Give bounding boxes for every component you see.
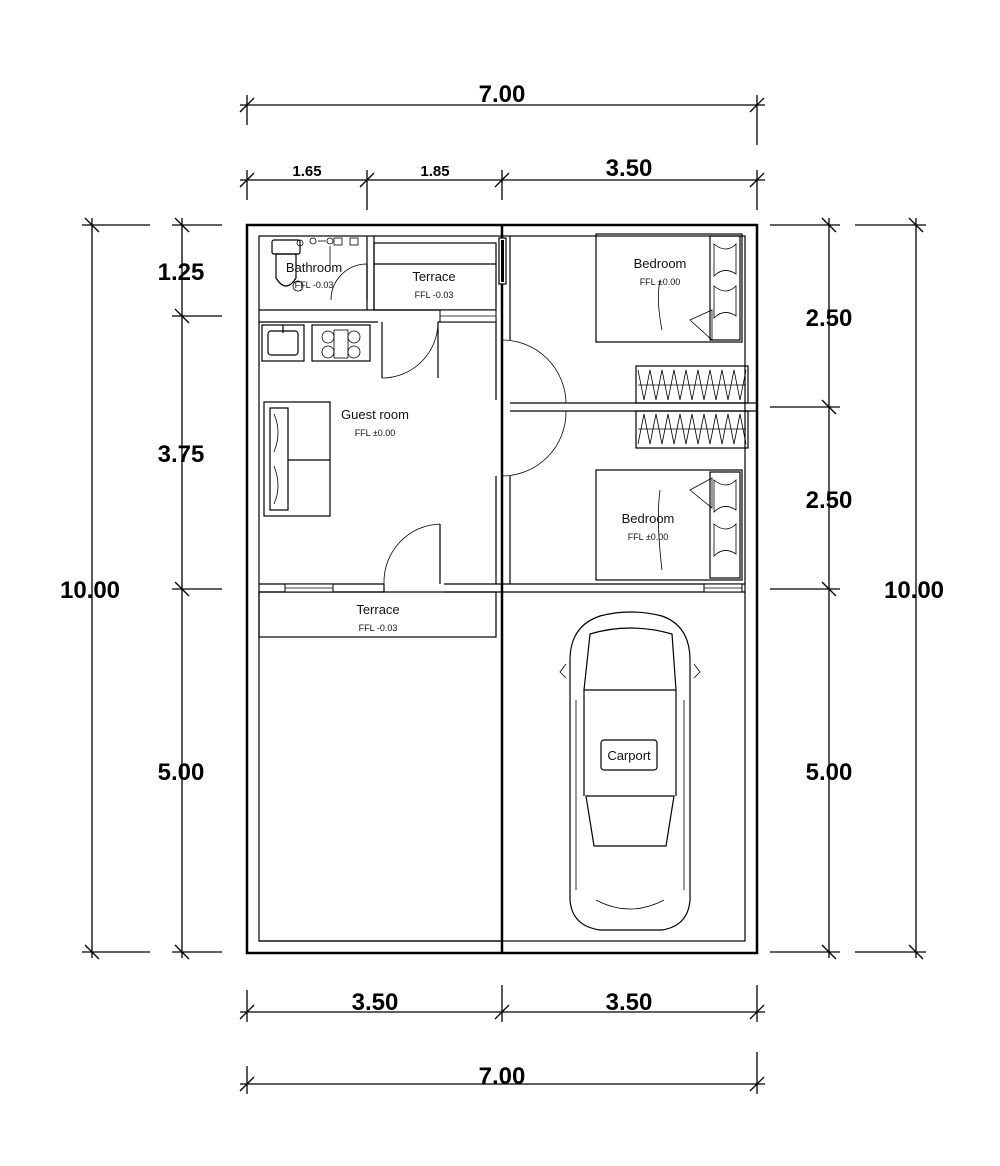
windows	[284, 237, 743, 593]
room-label-carport: Carport	[607, 748, 651, 763]
sofa-icon	[263, 401, 331, 517]
dimension-top-total: 7.00	[239, 81, 765, 145]
dim-top-total-label: 7.00	[479, 81, 526, 108]
dim-right-seg-3-label: 5.00	[806, 759, 853, 786]
dim-right-seg-1-label: 2.50	[806, 305, 853, 332]
closet-icon	[635, 410, 749, 449]
toilet-icon	[271, 239, 304, 292]
dimension-right-segments: 2.50 2.50 5.00	[770, 217, 853, 960]
dim-top-seg-2-label: 1.85	[420, 163, 449, 180]
closet-icon	[635, 365, 749, 404]
room-label-terrace-bottom: Terrace	[356, 602, 399, 617]
dim-bottom-total-label: 7.00	[479, 1063, 526, 1090]
dim-left-seg-3-label: 5.00	[158, 759, 205, 786]
ffl-label-bathroom: FFL -0.03	[295, 280, 334, 290]
ffl-label-terrace-bottom: FFL -0.03	[359, 623, 398, 633]
dim-right-seg-2-label: 2.50	[806, 487, 853, 514]
room-label-bedroom-1: Bedroom	[634, 256, 687, 271]
dimension-right-total: 10.00	[855, 217, 944, 960]
car-icon	[559, 611, 701, 931]
stove-icon	[311, 324, 371, 362]
ffl-label-bedroom-2: FFL ±0.00	[628, 532, 669, 542]
ffl-label-guest-room: FFL ±0.00	[355, 428, 396, 438]
room-label-guest-room: Guest room	[341, 407, 409, 422]
sink-icon	[261, 324, 305, 362]
dim-top-seg-1-label: 1.65	[292, 163, 321, 180]
shower-icon	[309, 237, 359, 270]
room-label-bathroom: Bathroom	[286, 260, 342, 275]
dim-left-seg-2-label: 3.75	[158, 441, 205, 468]
dimension-left-segments: 1.25 3.75 5.00	[158, 217, 222, 960]
dim-left-seg-1-label: 1.25	[158, 259, 205, 286]
dimension-bottom-segments: 3.50 3.50	[239, 985, 765, 1022]
room-label-terrace-top: Terrace	[412, 269, 455, 284]
dim-right-total-label: 10.00	[884, 577, 944, 604]
dim-bottom-seg-1-label: 3.50	[352, 989, 399, 1016]
doors	[330, 263, 567, 592]
dimension-top-segments: 1.65 1.85 3.50	[239, 155, 765, 210]
dim-bottom-seg-2-label: 3.50	[606, 989, 653, 1016]
dimension-bottom-total: 7.00	[239, 1052, 765, 1094]
dimension-left-total: 10.00	[60, 217, 150, 960]
ffl-label-terrace-top: FFL -0.03	[415, 290, 454, 300]
dim-left-total-label: 10.00	[60, 577, 120, 604]
ffl-label-bedroom-1: FFL ±0.00	[640, 277, 681, 287]
bed-icon	[595, 469, 743, 581]
room-label-bedroom-2: Bedroom	[622, 511, 675, 526]
dim-top-seg-3-label: 3.50	[606, 155, 653, 182]
bed-icon	[595, 233, 743, 343]
